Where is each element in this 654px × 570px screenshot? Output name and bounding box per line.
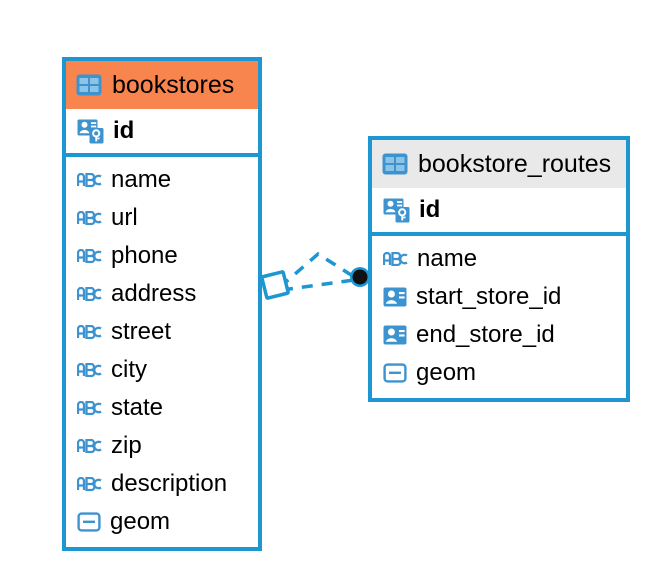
primary-key-icon: [383, 198, 410, 222]
field-row-end-store-id[interactable]: end_store_id: [372, 316, 626, 354]
geometry-icon: [77, 512, 101, 532]
relationship-line-lower: [281, 278, 355, 292]
field-label-street: street: [111, 318, 172, 345]
field-label-bookstores-id: id: [113, 117, 135, 144]
field-row-url[interactable]: url: [66, 199, 258, 237]
text-abc-icon: [77, 173, 102, 187]
pk-separator-bookstore-routes: [372, 232, 626, 236]
field-label-description: description: [111, 470, 228, 497]
field-row-name[interactable]: name: [66, 161, 258, 199]
field-row-city[interactable]: city: [66, 351, 258, 389]
text-abc-icon: [77, 439, 102, 453]
field-row-start-store-id[interactable]: start_store_id: [372, 278, 626, 316]
table-icon: [382, 153, 408, 175]
field-label-city: city: [111, 356, 147, 383]
diamond-endpoint-icon: [260, 270, 290, 300]
text-abc-icon: [77, 211, 102, 225]
text-abc-icon: [77, 477, 102, 491]
field-row-state[interactable]: state: [66, 389, 258, 427]
field-row-description[interactable]: description: [66, 465, 258, 503]
field-label-routes-geom: geom: [416, 359, 477, 386]
entity-header-bookstores[interactable]: bookstores: [66, 61, 258, 109]
field-label-zip: zip: [111, 432, 142, 459]
entity-title-bookstore-routes: bookstore_routes: [418, 149, 612, 178]
table-icon: [76, 74, 102, 96]
field-row-routes-name[interactable]: name: [372, 240, 626, 278]
field-label-routes-id: id: [419, 196, 441, 223]
field-label-address: address: [111, 280, 197, 307]
filled-circle-endpoint-icon: [350, 267, 370, 287]
entity-bookstores[interactable]: bookstores id: [62, 57, 262, 551]
field-label-name: name: [111, 166, 172, 193]
text-abc-icon: [77, 325, 102, 339]
text-abc-icon: [77, 363, 102, 377]
relationship-line-upper: [278, 251, 357, 289]
field-label-geom: geom: [110, 508, 171, 535]
field-row-routes-geom[interactable]: geom: [372, 354, 626, 392]
geometry-icon: [383, 363, 407, 383]
field-label-state: state: [111, 394, 164, 421]
field-row-geom[interactable]: geom: [66, 503, 258, 541]
foreign-key-icon: [383, 287, 407, 307]
field-label-start-store-id: start_store_id: [416, 283, 562, 310]
pk-separator-bookstores: [66, 153, 258, 157]
field-row-bookstores-id[interactable]: id: [66, 109, 258, 153]
fields-block-bookstores: name url phone: [66, 157, 258, 547]
fields-block-bookstore-routes: name start_store_id: [372, 236, 626, 398]
field-label-end-store-id: end_store_id: [416, 321, 555, 348]
field-row-zip[interactable]: zip: [66, 427, 258, 465]
field-label-phone: phone: [111, 242, 178, 269]
field-row-phone[interactable]: phone: [66, 237, 258, 275]
field-row-street[interactable]: street: [66, 313, 258, 351]
field-row-routes-id[interactable]: id: [372, 188, 626, 232]
primary-key-icon: [77, 119, 104, 143]
text-abc-icon: [77, 249, 102, 263]
entity-header-bookstore-routes[interactable]: bookstore_routes: [372, 140, 626, 188]
field-label-routes-name: name: [417, 245, 478, 272]
text-abc-icon: [383, 252, 408, 266]
text-abc-icon: [77, 401, 102, 415]
text-abc-icon: [77, 287, 102, 301]
field-label-url: url: [111, 204, 138, 231]
entity-title-bookstores: bookstores: [112, 70, 235, 99]
field-row-address[interactable]: address: [66, 275, 258, 313]
foreign-key-icon: [383, 325, 407, 345]
entity-bookstore-routes[interactable]: bookstore_routes id: [368, 136, 630, 402]
